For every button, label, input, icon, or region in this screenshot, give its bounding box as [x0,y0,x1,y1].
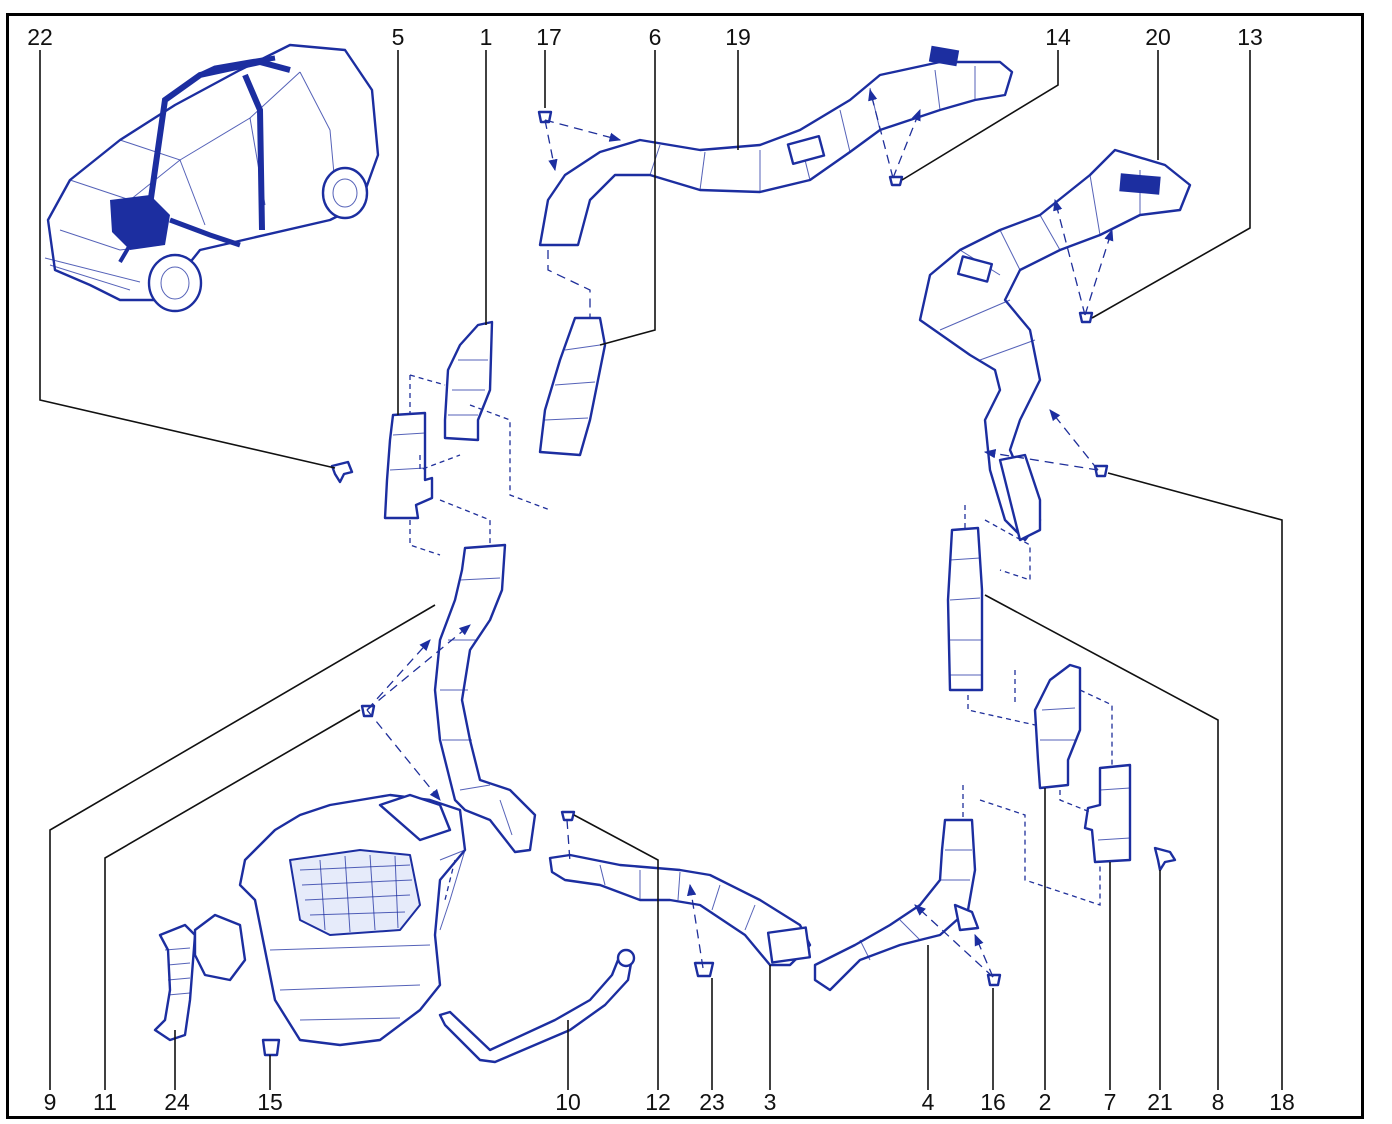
callout-13: 13 [1237,24,1263,50]
part-6-duct-section [538,316,607,457]
part-8-vertical-duct [946,526,984,692]
callout-12: 12 [645,1089,671,1115]
callout-4: 4 [922,1089,935,1115]
callout-1: 1 [480,24,493,50]
callout-11: 11 [93,1089,117,1115]
fastener-21 [1153,846,1177,872]
vehicle-locator-illustration [44,43,380,313]
callout-7: 7 [1104,1089,1117,1115]
part-5-duct-connector [383,411,434,520]
callout-leader-lines [39,50,1283,1090]
callout-18: 18 [1269,1089,1295,1115]
part-2-duct-elbow [1033,663,1082,790]
callout-labels: 22 5 1 17 6 19 14 20 13 9 11 24 15 10 12… [27,24,1295,1115]
callout-16: 16 [980,1089,1006,1115]
assembly-guide-lines [366,88,1114,978]
callout-3: 3 [764,1089,777,1115]
callout-9: 9 [44,1089,57,1115]
callout-6: 6 [649,24,662,50]
callout-8: 8 [1212,1089,1225,1115]
part-19-roof-duct-front [538,45,1014,247]
part-4-right-floor-duct [813,818,980,992]
fastener-15 [261,1038,281,1057]
callout-10: 10 [555,1089,581,1115]
part-7-duct-connector [1083,763,1132,864]
fastener-22 [330,460,354,484]
callout-23: 23 [699,1089,725,1115]
part-20-roof-duct-rear [918,148,1192,542]
fastener-14 [888,175,904,187]
hvac-heater-unit [238,793,467,1047]
part-18-upper-elbow-connector [998,453,1042,542]
part-9-left-floor-duct [433,543,537,854]
fastener-17 [537,110,553,124]
callout-21: 21 [1147,1089,1173,1115]
callout-5: 5 [392,24,405,50]
part-10-pipe [438,948,636,1064]
fastener-13 [1078,311,1094,324]
callout-20: 20 [1145,24,1171,50]
fastener-23 [693,961,715,978]
callout-15: 15 [257,1089,283,1115]
callout-19: 19 [725,24,751,50]
callout-24: 24 [164,1089,190,1115]
fastener-16 [986,973,1002,987]
part-3-center-floor-duct [548,853,812,967]
part-24-drain-hose [153,913,247,1042]
part-1-duct-elbow [443,320,494,442]
callout-14: 14 [1045,24,1071,50]
callout-17: 17 [536,24,562,50]
callout-2: 2 [1039,1089,1052,1115]
fastener-18 [1093,464,1109,478]
fastener-12 [560,810,576,822]
callout-22: 22 [27,24,53,50]
